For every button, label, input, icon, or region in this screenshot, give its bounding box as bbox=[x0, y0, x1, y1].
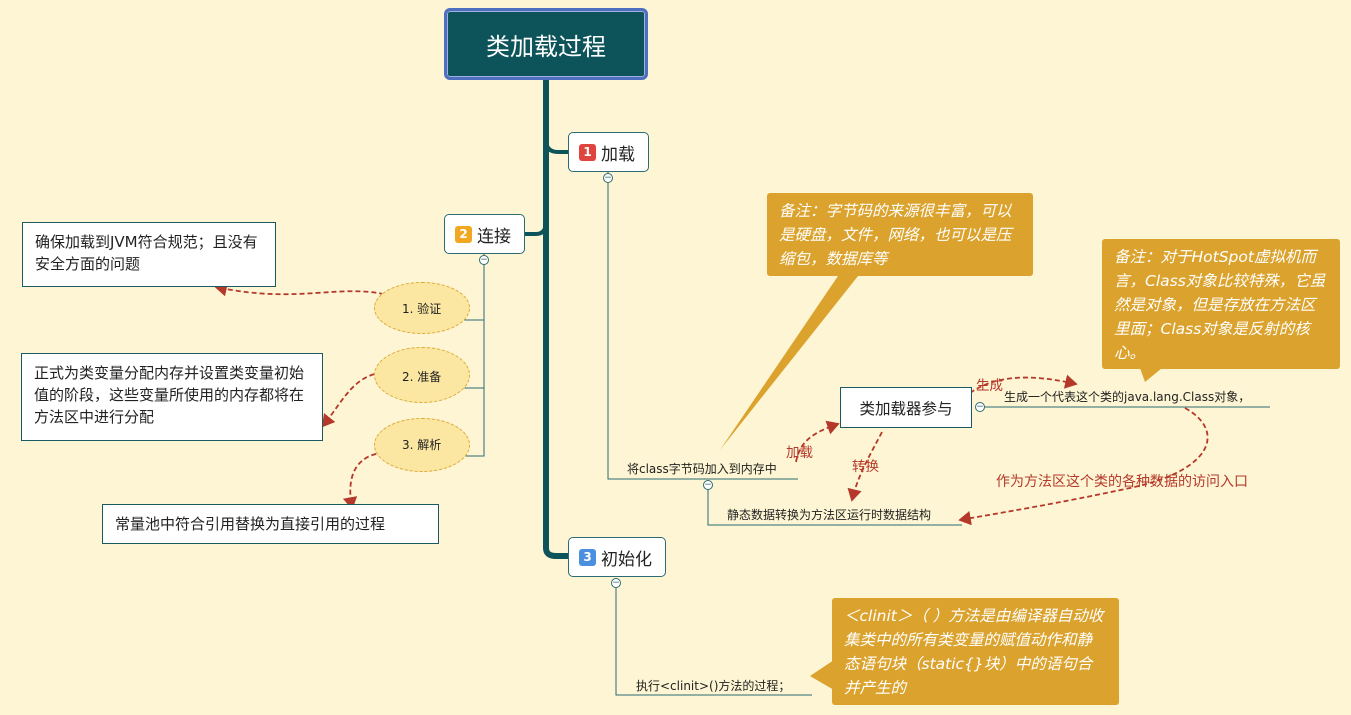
load-branch bbox=[607, 172, 798, 480]
topic-connect-label: 连接 bbox=[477, 226, 511, 247]
trunk-branch-load bbox=[544, 139, 568, 154]
badge-1: 1 bbox=[579, 143, 596, 161]
root-title: 类加载过程 bbox=[486, 32, 606, 61]
note2-pointer bbox=[1140, 368, 1162, 382]
note1-pointer bbox=[720, 276, 858, 450]
step-resolve: 3. 解析 bbox=[402, 438, 442, 452]
badge-3: 3 bbox=[579, 548, 596, 566]
collapse-toggle-loader[interactable]: − bbox=[975, 402, 985, 412]
collapse-toggle-bytecode[interactable]: − bbox=[703, 480, 713, 490]
init-branch bbox=[615, 578, 812, 696]
rel-load-label: 加载 bbox=[786, 445, 813, 461]
topic-init[interactable]: 3 初始化 bbox=[568, 537, 666, 577]
load-step-bytecode[interactable]: 将class字节码加入到内存中 bbox=[627, 462, 777, 476]
rel-generate-label: 生成 bbox=[976, 378, 1003, 394]
topic-load-label: 加载 bbox=[601, 144, 635, 165]
class-loader-box[interactable]: 类加载器参与 bbox=[840, 387, 972, 428]
trunk-branch-connect bbox=[524, 221, 548, 236]
desc-resolve[interactable]: 常量池中符合引用替换为直接引用的过程 bbox=[102, 504, 439, 544]
step-verify: 1. 验证 bbox=[402, 302, 442, 316]
topic-init-label: 初始化 bbox=[601, 549, 652, 570]
badge-2: 2 bbox=[455, 225, 472, 243]
topic-connect[interactable]: 2 连接 bbox=[444, 214, 525, 254]
note-clinit[interactable]: ＜clinit＞（ ）方法是由编译器自动收集类中的所有类变量的赋值动作和静态语句… bbox=[832, 598, 1119, 705]
step-verify-ellipse[interactable] bbox=[374, 282, 470, 334]
rel-entry bbox=[958, 407, 1209, 526]
rel-generate bbox=[969, 374, 1078, 394]
step-prepare: 2. 准备 bbox=[402, 370, 442, 384]
class-loader-label: 类加载器参与 bbox=[859, 399, 953, 418]
note3-pointer bbox=[810, 660, 834, 690]
trunk-line bbox=[543, 80, 568, 559]
init-step-clinit[interactable]: 执行<clinit>()方法的过程； bbox=[636, 679, 791, 693]
note-bytecode-source[interactable]: 备注：字节码的来源很丰富，可以是硬盘，文件，网络，也可以是压缩包，数据库等 bbox=[767, 193, 1033, 276]
step-prepare-ellipse[interactable] bbox=[374, 347, 470, 403]
load-branch-2 bbox=[707, 484, 962, 526]
generate-class-object[interactable]: 生成一个代表这个类的java.lang.Class对象， bbox=[1004, 390, 1251, 404]
collapse-toggle-init[interactable]: − bbox=[611, 578, 621, 588]
load-step-convert[interactable]: 静态数据转换为方法区运行时数据结构 bbox=[727, 508, 932, 522]
rel-verify bbox=[214, 282, 393, 297]
desc-verify[interactable]: 确保加载到JVM符合规范；且没有安全方面的问题 bbox=[22, 222, 276, 287]
root-topic[interactable]: 类加载过程 bbox=[444, 8, 648, 80]
collapse-toggle-connect[interactable]: − bbox=[479, 255, 489, 265]
desc-prepare[interactable]: 正式为类变量分配内存并设置类变量初始值的阶段，这些变量所使用的内存都将在方法区中… bbox=[21, 353, 323, 441]
rel-load bbox=[795, 420, 840, 463]
collapse-toggle-load[interactable]: − bbox=[603, 173, 613, 183]
rel-entry-label: 作为方法区这个类的各种数据的访问入口 bbox=[996, 474, 1248, 490]
note-hotspot[interactable]: 备注：对于HotSpot虚拟机而言，Class对象比较特殊，它虽然是对象，但是存… bbox=[1102, 239, 1340, 369]
rel-convert-label: 转换 bbox=[852, 459, 879, 475]
step-resolve-ellipse[interactable] bbox=[374, 418, 470, 472]
topic-load[interactable]: 1 加载 bbox=[568, 132, 649, 172]
rel-convert bbox=[847, 431, 883, 502]
